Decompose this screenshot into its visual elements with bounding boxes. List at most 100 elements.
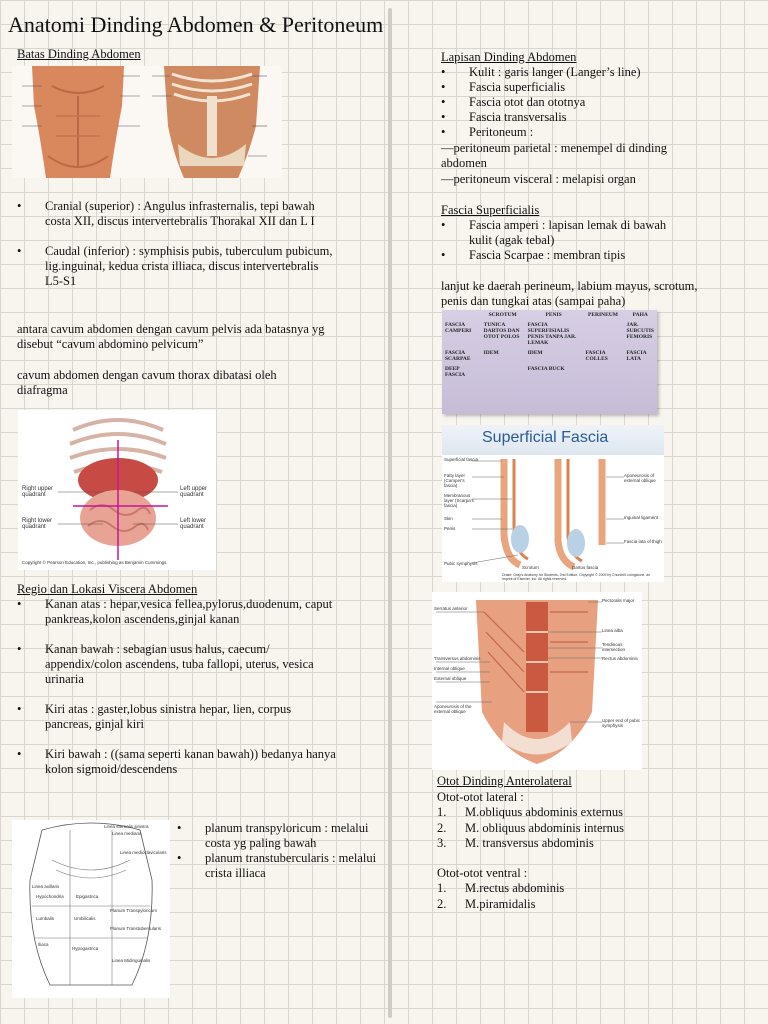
lateral-item-transversus: 3.M. transversus abdominis [437,836,594,850]
table-cell [623,364,657,380]
label-iliaca: Iliaca [38,942,49,947]
batas-list: Cranial (superior) : Angulus infrasterna… [17,199,337,304]
label-dartos-fascia: Dartos fascia [572,565,599,570]
table-cell: TUNICA DARTOS DAN OTOT POLOS [483,322,520,340]
lateral-item-externus: 1.M.obliquus abdominis externus [437,805,623,819]
lapisan-item-fascia-superficialis: Fascia superficialis [441,80,681,95]
label-transversus-abdominis: Transversus abdominis [434,656,481,661]
lanjut-note: lanjut ke daerah perineum, labium mayus,… [441,279,698,308]
page-title: Anatomi Dinding Abdomen & Peritoneum [8,12,384,37]
label-left-lower-quadrant: Left lower quadrant [180,518,207,530]
label-linea-axillaris: Linea axillaris [32,884,60,889]
cavum-pelvicum-note: antara cavum abdomen dengan cavum pelvis… [17,322,325,351]
table-cell: FASCIA BUCK [527,366,565,372]
lapisan-item-peritoneum: Peritoneum : [441,125,681,140]
lapisan-item-kulit: Kulit : garis langer (Langer’s line) [441,65,681,80]
label-superficial-fascia: Superficial fascia [444,457,479,462]
regio-item-kiri-atas: Kiri atas : gaster,lobus sinistra hepar,… [17,702,337,732]
label-linea-medioclavicularis: Linea medioclavicularis [120,850,167,855]
label-aponeurosis: Aponeurosis of the external oblique [434,704,472,714]
label-tendinous-intersection: Tendinous intersection [602,642,626,652]
lapisan-heading: Lapisan Dinding Abdomen [441,50,577,64]
table-header-row: SCROTUM PENIS PERINEUM PAHA [442,310,657,320]
table-row: FASCIA CAMPERI TUNICA DARTOS DAN OTOT PO… [442,320,657,348]
fascia-heading: Fascia Superficialis [441,203,540,217]
planum-list: planum transpyloricum : melalui costa yg… [177,821,382,881]
label-internal-oblique: Internal oblique [434,666,465,671]
lateral-title: Otot-otot lateral : [437,790,524,804]
table-header-cell [442,310,481,320]
label-inguinal-ligament: Inguinal ligament [624,515,659,520]
ventral-item-piramidalis: 2.M.piramidalis [437,896,536,911]
label-planum-transpyloricum: Planum Transpyloricum [110,908,158,913]
table-header-cell: PENIS [545,312,562,318]
label-hypogastrica: Hypogastrica [72,946,99,951]
label-lumbalis: Lumbalis [36,916,55,921]
label-umbilicalis: Umbilicalis [74,916,96,921]
fascia-item-camperi: Fascia amperi : lapisan lemak di bawah k… [441,218,691,248]
lateral-item-internus: 2.M. obliquus abdominis internus [437,820,625,835]
regio-heading: Regio dan Lokasi Viscera Abdomen [17,582,198,596]
abdominal-muscles-illustration [432,592,642,770]
peritoneum-visceral-note: —peritoneum visceral : melapisi organ [441,172,636,186]
label-linea-alba: Linea alba [602,628,623,633]
lapisan-list: Kulit : garis langer (Langer’s line) Fas… [441,65,681,140]
label-fascia-lata: Fascia lata of thigh [624,539,662,544]
abdominal-muscles-figure: Serratus anterior Transversus abdominis … [432,592,642,770]
column-divider [388,8,392,1018]
label-rectus-abdominis: Rectus abdominis [602,656,638,661]
table-header-cell: PAHA [632,312,648,318]
table-cell: IDEM [483,350,499,356]
table-cell: FASCIA SCARPAE [445,350,471,362]
label-skin: Skin [444,516,453,521]
regio-item-kiri-bawah: Kiri bawah : ((sama seperti kanan bawah)… [17,747,337,777]
table-cell: FASCIA COLLES [585,350,608,362]
abdomen-wall-illustration [12,66,282,178]
abdominal-regions-figure: Linea sternalis sinistra Linea mediana L… [12,820,170,998]
otot-heading: Otot Dinding Anterolateral [437,774,572,788]
regions-illustration [12,820,170,998]
batas-item-caudal: Caudal (inferior) : symphisis pubis, tub… [17,244,337,289]
regio-item-kanan-atas: Kanan atas : hepar,vesica fellea,pylorus… [17,597,337,627]
superficial-fascia-title: Superficial Fascia [442,425,664,455]
label-linea-mediana: Linea mediana [112,831,142,836]
lateral-list: 1.M.obliquus abdominis externus 2.M. obl… [437,805,697,852]
quadrant-copyright: Copyright © Pearson Education, Inc., pub… [22,560,168,565]
planum-item-transtubercularis: planum transtubercularis : melalui crist… [177,851,382,881]
label-fatty-layer: Fatty layer (Camper's fascia) [444,473,466,488]
label-pubic-symphysis: Pubic symphysis [444,561,478,566]
ventral-title: Otot-otot ventral : [437,866,528,880]
table-cell: FASCIA SUPERFISIALIS PENIS TANPA JAR. LE… [527,322,577,346]
table-header-cell: SCROTUM [488,312,517,318]
table-cell: IDEM [527,350,543,356]
label-scrotum: Scrotum [522,565,539,570]
table-row: FASCIA SCARPAE IDEM IDEM FASCIA COLLES F… [442,348,657,364]
table-cell: JAR. SUBCUTIS FEMORIS [626,322,654,340]
peritoneum-parietal-note: —peritoneum parietal : menempel di dindi… [441,141,667,170]
fascia-item-scarpae: Fascia Scarpae : membran tipis [441,248,691,263]
table-cell: DEEP FASCIA [445,366,466,378]
fascia-comparison-table: SCROTUM PENIS PERINEUM PAHA FASCIA CAMPE… [442,310,657,414]
label-external-oblique: External oblique [434,676,467,681]
label-membranous-layer: Membranous layer (Scarpa's fascia) [444,493,474,508]
abdominal-quadrants-figure: Right upper quadrant Left upper quadrant… [18,410,216,570]
label-right-upper-quadrant: Right upper quadrant [22,486,54,498]
table-cell [582,364,623,380]
label-linea-midinguinalis: Linea Midinguinalis [112,958,151,963]
label-pectoralis-major: Pectoralis major [602,598,635,603]
quadrants-illustration [18,410,216,570]
label-penis: Penis [444,526,456,531]
ventral-list: 1.M.rectus abdominis 2.M.piramidalis [437,881,697,912]
label-pubic-symphysis-upper: Upper end of pubic symphysis [602,718,641,728]
regio-item-kanan-bawah: Kanan bawah : sebagian usus halus, caecu… [17,642,337,687]
fascia-list: Fascia amperi : lapisan lemak di bawah k… [441,218,691,263]
superficial-fascia-illustration [442,455,664,582]
cavum-thorax-note: cavum abdomen dengan cavum thorax dibata… [17,368,277,397]
label-serratus-anterior: Serratus anterior [434,606,468,611]
label-aponeurosis-external-oblique: Aponeurosis of external oblique [624,473,656,483]
table-cell: FASCIA CAMPERI [445,322,472,334]
lapisan-item-fascia-otot: Fascia otot dan ototnya [441,95,681,110]
label-epigastrica: Epigastrica [76,894,99,899]
superficial-fascia-figure: Superficial Fascia Superficial fascia Fa… [442,425,664,582]
label-left-upper-quadrant: Left upper quadrant [180,486,208,498]
